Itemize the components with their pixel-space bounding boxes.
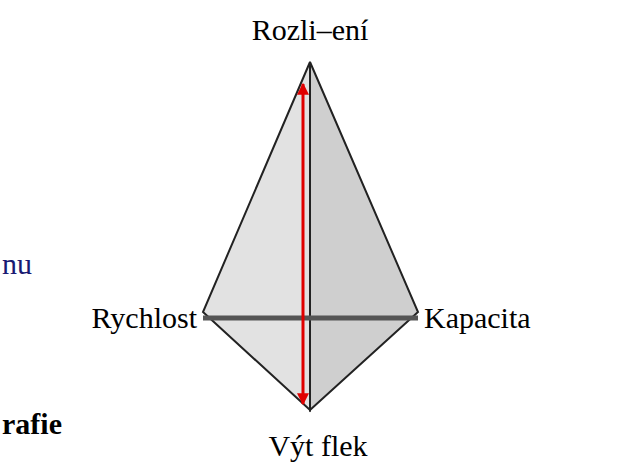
right-face bbox=[310, 62, 418, 410]
cut-off-heading: rafie bbox=[2, 409, 62, 439]
vertex-label: Rozli–ení bbox=[252, 15, 369, 45]
cut-off-text: nu bbox=[2, 249, 32, 279]
front-edge bbox=[309, 62, 311, 410]
vertex-label: Kapacita bbox=[424, 303, 531, 333]
vertex-label: Výt flek bbox=[268, 431, 367, 461]
left-face bbox=[203, 62, 310, 410]
red-double-arrow bbox=[302, 84, 305, 404]
back-edge bbox=[203, 316, 418, 321]
vertex-label: Rychlost bbox=[92, 303, 197, 333]
